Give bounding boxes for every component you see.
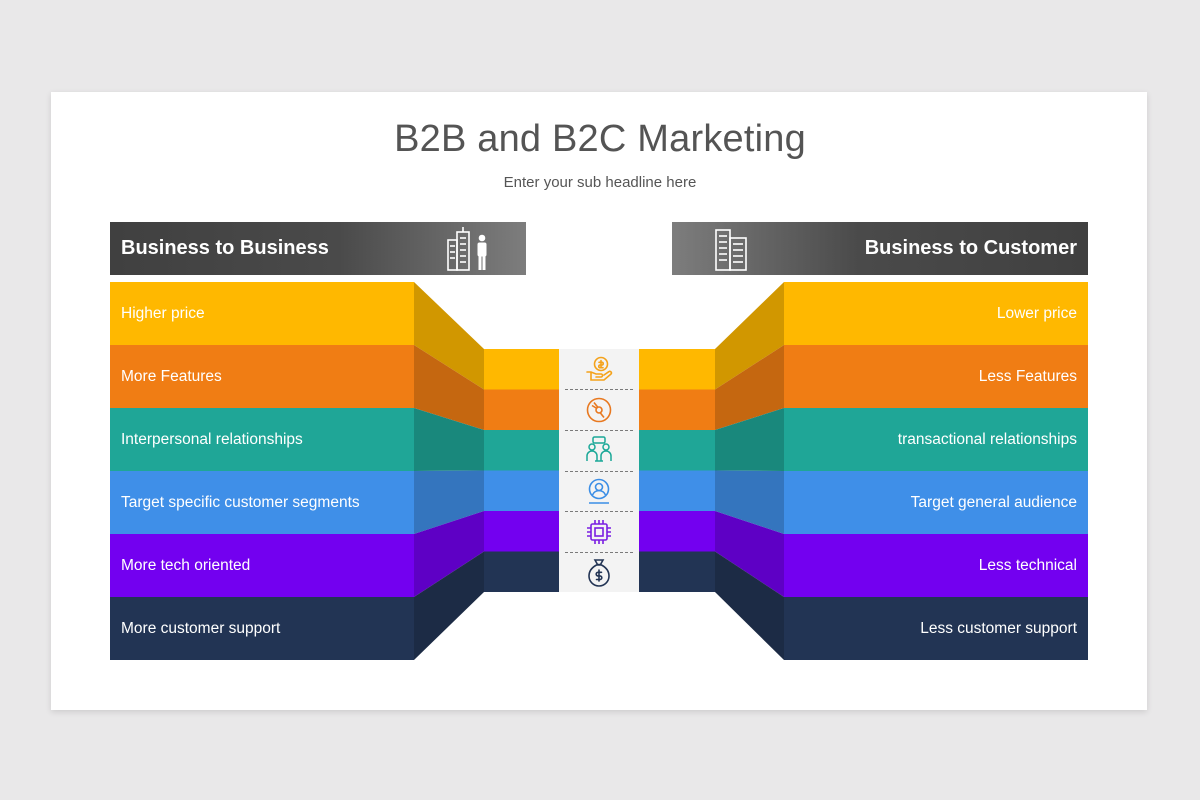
left-strip <box>484 470 559 511</box>
b2c-item-technical: Less technical <box>784 534 1088 597</box>
right-strip <box>639 349 715 390</box>
page-title: B2B and B2C Marketing <box>394 118 806 160</box>
icon-column <box>559 349 639 592</box>
left-connector <box>414 408 484 471</box>
right-strip <box>639 511 715 552</box>
left-strip <box>484 511 559 552</box>
user-target-icon <box>559 471 639 512</box>
b2b-header-label: Business to Business <box>121 237 329 259</box>
chip-icon <box>559 512 639 553</box>
right-connector <box>715 345 784 430</box>
left-connector <box>414 551 484 660</box>
b2b-item-relationships: Interpersonal relationships <box>110 408 414 471</box>
b2b-item-features: More Features <box>110 345 414 408</box>
right-connector <box>715 470 784 534</box>
left-strip <box>484 551 559 592</box>
left-strip <box>484 430 559 471</box>
money-bag-icon <box>559 552 639 593</box>
page-subtitle: Enter your sub headline here <box>503 174 697 191</box>
left-strip <box>484 349 559 390</box>
b2c-header: Business to Customer <box>672 222 1088 275</box>
b2b-item-support: More customer support <box>110 597 414 660</box>
buildings-person-icon <box>447 227 487 271</box>
right-connector <box>715 282 784 390</box>
disc-icon <box>559 390 639 431</box>
b2c-item-relationships: transactional relationships <box>784 408 1088 471</box>
b2c-header-label: Business to Customer <box>864 237 1077 259</box>
hand-coin-icon <box>559 349 639 390</box>
b2b-item-segments: Target specific customer segments <box>110 471 414 534</box>
right-strip <box>639 551 715 592</box>
right-connector <box>715 551 784 660</box>
b2c-item-audience: Target general audience <box>784 471 1088 534</box>
right-connector <box>715 511 784 597</box>
right-strip <box>639 470 715 511</box>
b2c-item-features: Less Features <box>784 345 1088 408</box>
b2c-item-support: Less customer support <box>784 597 1088 660</box>
right-strip <box>639 389 715 430</box>
b2b-header: Business to Business <box>110 222 526 275</box>
buildings-icon <box>715 229 747 271</box>
right-connector <box>715 408 784 471</box>
b2b-item-price: Higher price <box>110 282 414 345</box>
left-strip <box>484 389 559 430</box>
right-strip <box>639 430 715 471</box>
left-connector <box>414 282 484 390</box>
left-connector <box>414 470 484 534</box>
left-connector <box>414 345 484 430</box>
b2b-item-tech: More tech oriented <box>110 534 414 597</box>
people-meeting-icon <box>559 430 639 471</box>
left-connector <box>414 511 484 597</box>
b2c-item-price: Lower price <box>784 282 1088 345</box>
